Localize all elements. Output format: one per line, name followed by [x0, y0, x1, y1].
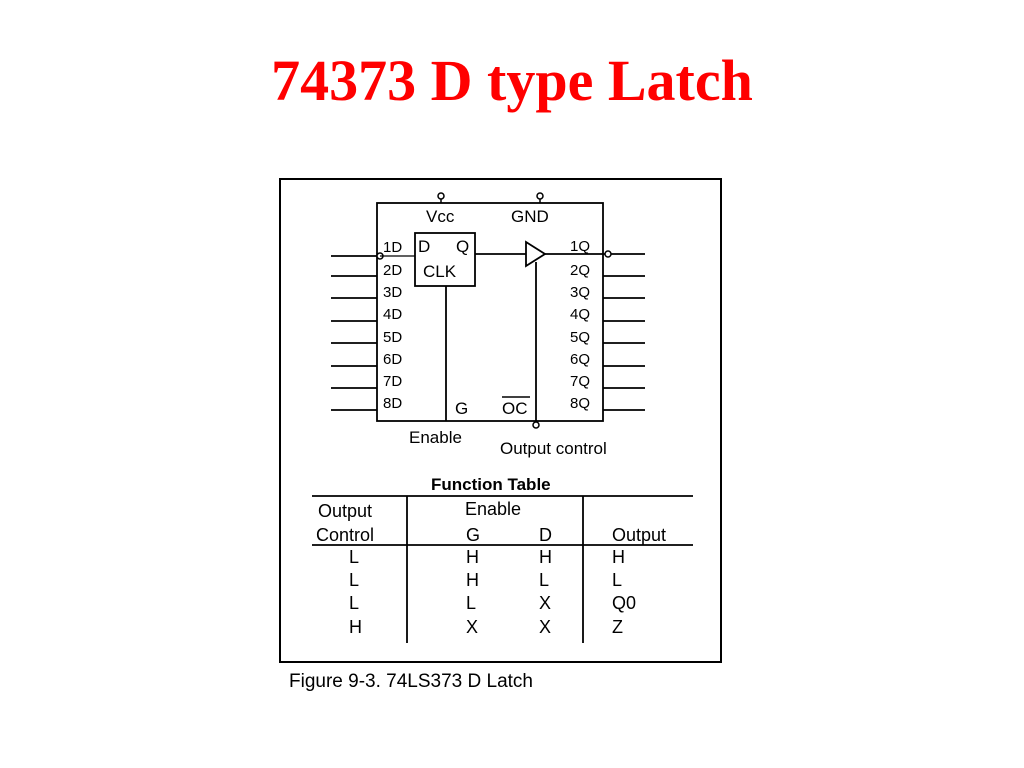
- figure-frame: [279, 178, 722, 663]
- table-row-3-d: X: [539, 593, 551, 613]
- table-row-4-oc: H: [349, 617, 362, 637]
- oc-pin-label: OC: [502, 399, 528, 418]
- ff-clk-label: CLK: [423, 262, 457, 281]
- pin-5d-label: 5D: [383, 329, 402, 346]
- pin-5q-label: 5Q: [570, 329, 590, 346]
- gnd-label: GND: [511, 207, 549, 226]
- pin-3q-label: 3Q: [570, 284, 590, 301]
- output-control-label: Output control: [500, 439, 607, 458]
- table-row-1-oc: L: [349, 547, 359, 567]
- function-table-title: Function Table: [431, 475, 551, 494]
- pin-4q-label: 4Q: [570, 306, 590, 323]
- table-row-3-g: L: [466, 593, 476, 613]
- gnd-pin: [536, 192, 544, 200]
- pin-2q-label: 2Q: [570, 262, 590, 279]
- table-row-3-oc: L: [349, 593, 359, 613]
- table-row-4-d: X: [539, 617, 551, 637]
- pin-4d-label: 4D: [383, 306, 402, 323]
- pin-8q-label: 8Q: [570, 395, 590, 412]
- header-output: Output: [612, 525, 666, 545]
- output-pin-wires: [603, 250, 645, 411]
- tri-state-buffer-icon: [525, 240, 547, 268]
- header-output-control-line2: Control: [316, 525, 374, 545]
- input-pin-wires: [331, 252, 384, 411]
- table-row-4-output: Z: [612, 617, 623, 637]
- pin-6q-label: 6Q: [570, 351, 590, 368]
- slide-title: 74373 D type Latch: [271, 48, 753, 113]
- ff-q-label: Q: [456, 237, 469, 256]
- chip-body: [376, 202, 604, 422]
- pin-7d-label: 7D: [383, 373, 402, 390]
- table-row-2-d: L: [539, 570, 549, 590]
- vcc-pin: [437, 192, 445, 200]
- header-output-control-line1: Output: [318, 501, 372, 521]
- header-g: G: [466, 525, 480, 545]
- ff-d-label: D: [418, 237, 430, 256]
- pin-7q-label: 7Q: [570, 373, 590, 390]
- table-row-1-output: H: [612, 547, 625, 567]
- g-pin-label: G: [455, 399, 468, 418]
- table-row-2-g: H: [466, 570, 479, 590]
- pin-1q-label: 1Q: [570, 238, 590, 255]
- pin-2d-label: 2D: [383, 262, 402, 279]
- enable-label: Enable: [409, 428, 462, 447]
- header-d: D: [539, 525, 552, 545]
- vcc-label: Vcc: [426, 207, 455, 226]
- table-row-2-output: L: [612, 570, 622, 590]
- table-row-1-d: H: [539, 547, 552, 567]
- table-row-2-oc: L: [349, 570, 359, 590]
- pin-8d-label: 8D: [383, 395, 402, 412]
- header-enable: Enable: [465, 499, 521, 519]
- pin-1d-label: 1D: [383, 239, 402, 256]
- pin-3d-label: 3D: [383, 284, 402, 301]
- table-row-3-output: Q0: [612, 593, 636, 613]
- table-row-4-g: X: [466, 617, 478, 637]
- pin-6d-label: 6D: [383, 351, 402, 368]
- figure-caption: Figure 9-3. 74LS373 D Latch: [289, 671, 533, 692]
- oc-pin: [532, 421, 540, 429]
- flip-flop-box: [414, 232, 476, 287]
- table-row-1-g: H: [466, 547, 479, 567]
